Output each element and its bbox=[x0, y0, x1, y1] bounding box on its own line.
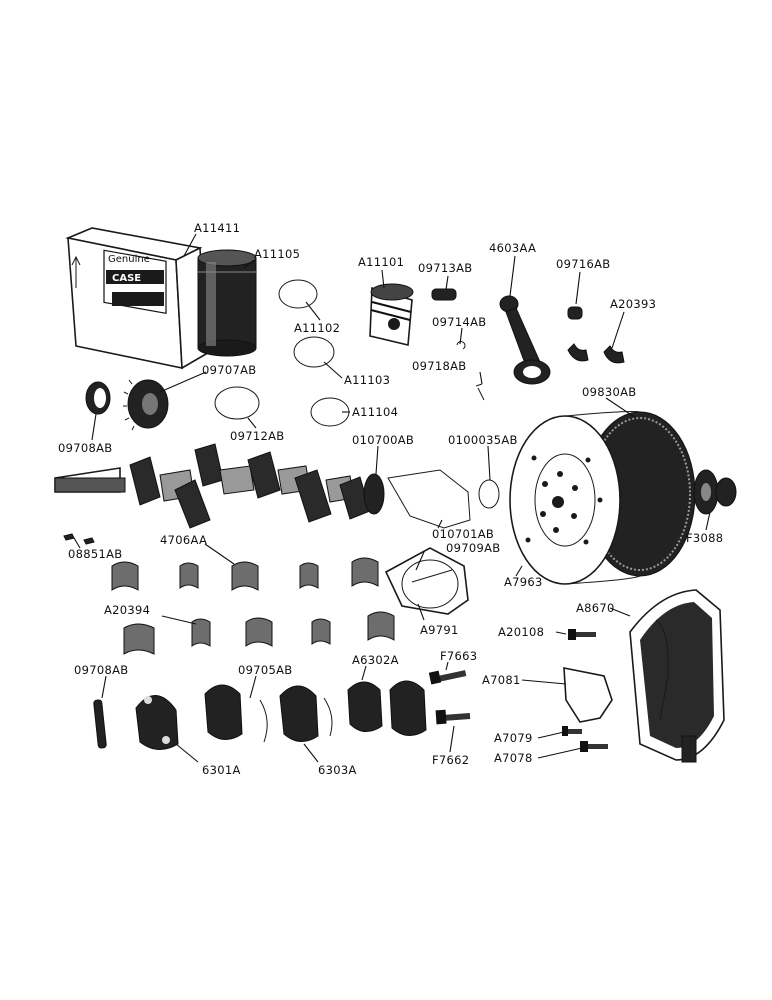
pilot-bearing-f3088 bbox=[693, 469, 737, 515]
piston-sleeve-kit-box: Genuine CASE bbox=[65, 227, 207, 370]
rear-seal-gasket-010701ab bbox=[387, 469, 471, 529]
label-a6302a: A6302A bbox=[352, 653, 399, 667]
label-4706aa: 4706AA bbox=[160, 533, 207, 547]
rear-seal-housing-09709ab bbox=[384, 547, 469, 615]
main-bearing-upper-row bbox=[111, 557, 379, 591]
label-a20108: A20108 bbox=[498, 625, 544, 639]
label-6301a: 6301A bbox=[202, 763, 241, 777]
label-a20393: A20393 bbox=[610, 297, 656, 311]
rod-bearing-a20393-left bbox=[567, 343, 589, 362]
label-a7079: A7079 bbox=[494, 731, 533, 745]
label-a7963: A7963 bbox=[504, 575, 543, 589]
label-6303a: 6303A bbox=[318, 763, 357, 777]
piston bbox=[369, 283, 414, 346]
label-4603aa: 4603AA bbox=[489, 241, 536, 255]
box-brand-line1: Genuine bbox=[108, 254, 150, 265]
piston-pin-09713ab bbox=[431, 288, 457, 301]
rod-bearing-a20393-right bbox=[603, 345, 625, 364]
label-a11411: A11411 bbox=[194, 221, 240, 235]
label-010701ab: 010701AB bbox=[432, 527, 494, 541]
label-a11103: A11103 bbox=[344, 373, 390, 387]
label-09708ab-top: 09708AB bbox=[58, 441, 112, 455]
key-08851ab bbox=[63, 533, 95, 545]
pin-retainer-09714ab bbox=[456, 341, 466, 350]
label-09712ab: 09712AB bbox=[230, 429, 284, 443]
label-a11105: A11105 bbox=[254, 247, 300, 261]
label-09709ab: 09709AB bbox=[446, 541, 500, 555]
label-09714ab: 09714AB bbox=[432, 315, 486, 329]
label-09713ab: 09713AB bbox=[418, 261, 472, 275]
bearing-caps bbox=[135, 680, 427, 750]
label-09707ab: 09707AB bbox=[202, 363, 256, 377]
bolt-a20108 bbox=[568, 629, 596, 640]
label-a9791: A9791 bbox=[420, 623, 459, 637]
leader-lines bbox=[73, 233, 711, 763]
flywheel-a7963 bbox=[509, 411, 696, 585]
o-ring-0100035ab bbox=[478, 479, 500, 509]
label-09716ab: 09716AB bbox=[556, 257, 610, 271]
bolt-a7079 bbox=[562, 726, 582, 736]
label-09718ab: 09718AB bbox=[412, 359, 466, 373]
bushing-09716ab bbox=[567, 306, 583, 320]
label-a20394: A20394 bbox=[104, 603, 150, 617]
piston-ring-a11102 bbox=[278, 279, 318, 309]
part-number-labels: A11411 A11105 A11102 A11101 09713AB 4603… bbox=[58, 221, 723, 777]
label-a11101: A11101 bbox=[358, 255, 404, 269]
label-a8670: A8670 bbox=[576, 601, 615, 615]
label-a11104: A11104 bbox=[352, 405, 398, 419]
bolt-a7078 bbox=[580, 741, 608, 752]
label-010700ab: 010700AB bbox=[352, 433, 414, 447]
label-a11102: A11102 bbox=[294, 321, 340, 335]
crank-seal-09708ab bbox=[85, 381, 111, 415]
label-a7081: A7081 bbox=[482, 673, 521, 687]
label-0100035ab: 0100035AB bbox=[448, 433, 518, 447]
crankshaft bbox=[54, 443, 385, 529]
box-brand-line2: CASE bbox=[112, 273, 141, 284]
label-09705ab: 09705AB bbox=[238, 663, 292, 677]
bolt-09718ab bbox=[475, 383, 485, 401]
crank-gear-09707ab bbox=[123, 379, 169, 431]
bolt-f7663 bbox=[428, 670, 467, 685]
cylinder-sleeve bbox=[197, 249, 257, 357]
connecting-rod bbox=[499, 295, 551, 385]
label-f7662: F7662 bbox=[432, 753, 469, 767]
inspection-cover-a7081 bbox=[563, 667, 613, 723]
label-09708ab-bottom: 09708AB bbox=[74, 663, 128, 677]
flywheel-housing-a8670 bbox=[629, 589, 725, 763]
dowel-09708ab bbox=[93, 699, 107, 749]
main-bearing-lower-row bbox=[123, 611, 395, 655]
label-f7663: F7663 bbox=[440, 649, 477, 663]
bolt-f7662 bbox=[435, 709, 471, 725]
piston-ring-a11103 bbox=[293, 336, 335, 368]
label-08851ab: 08851AB bbox=[68, 547, 122, 561]
label-f3088: F3088 bbox=[686, 531, 723, 545]
label-09830ab: 09830AB bbox=[582, 385, 636, 399]
piston-ring-09712ab bbox=[214, 386, 260, 420]
label-a7078: A7078 bbox=[494, 751, 533, 765]
